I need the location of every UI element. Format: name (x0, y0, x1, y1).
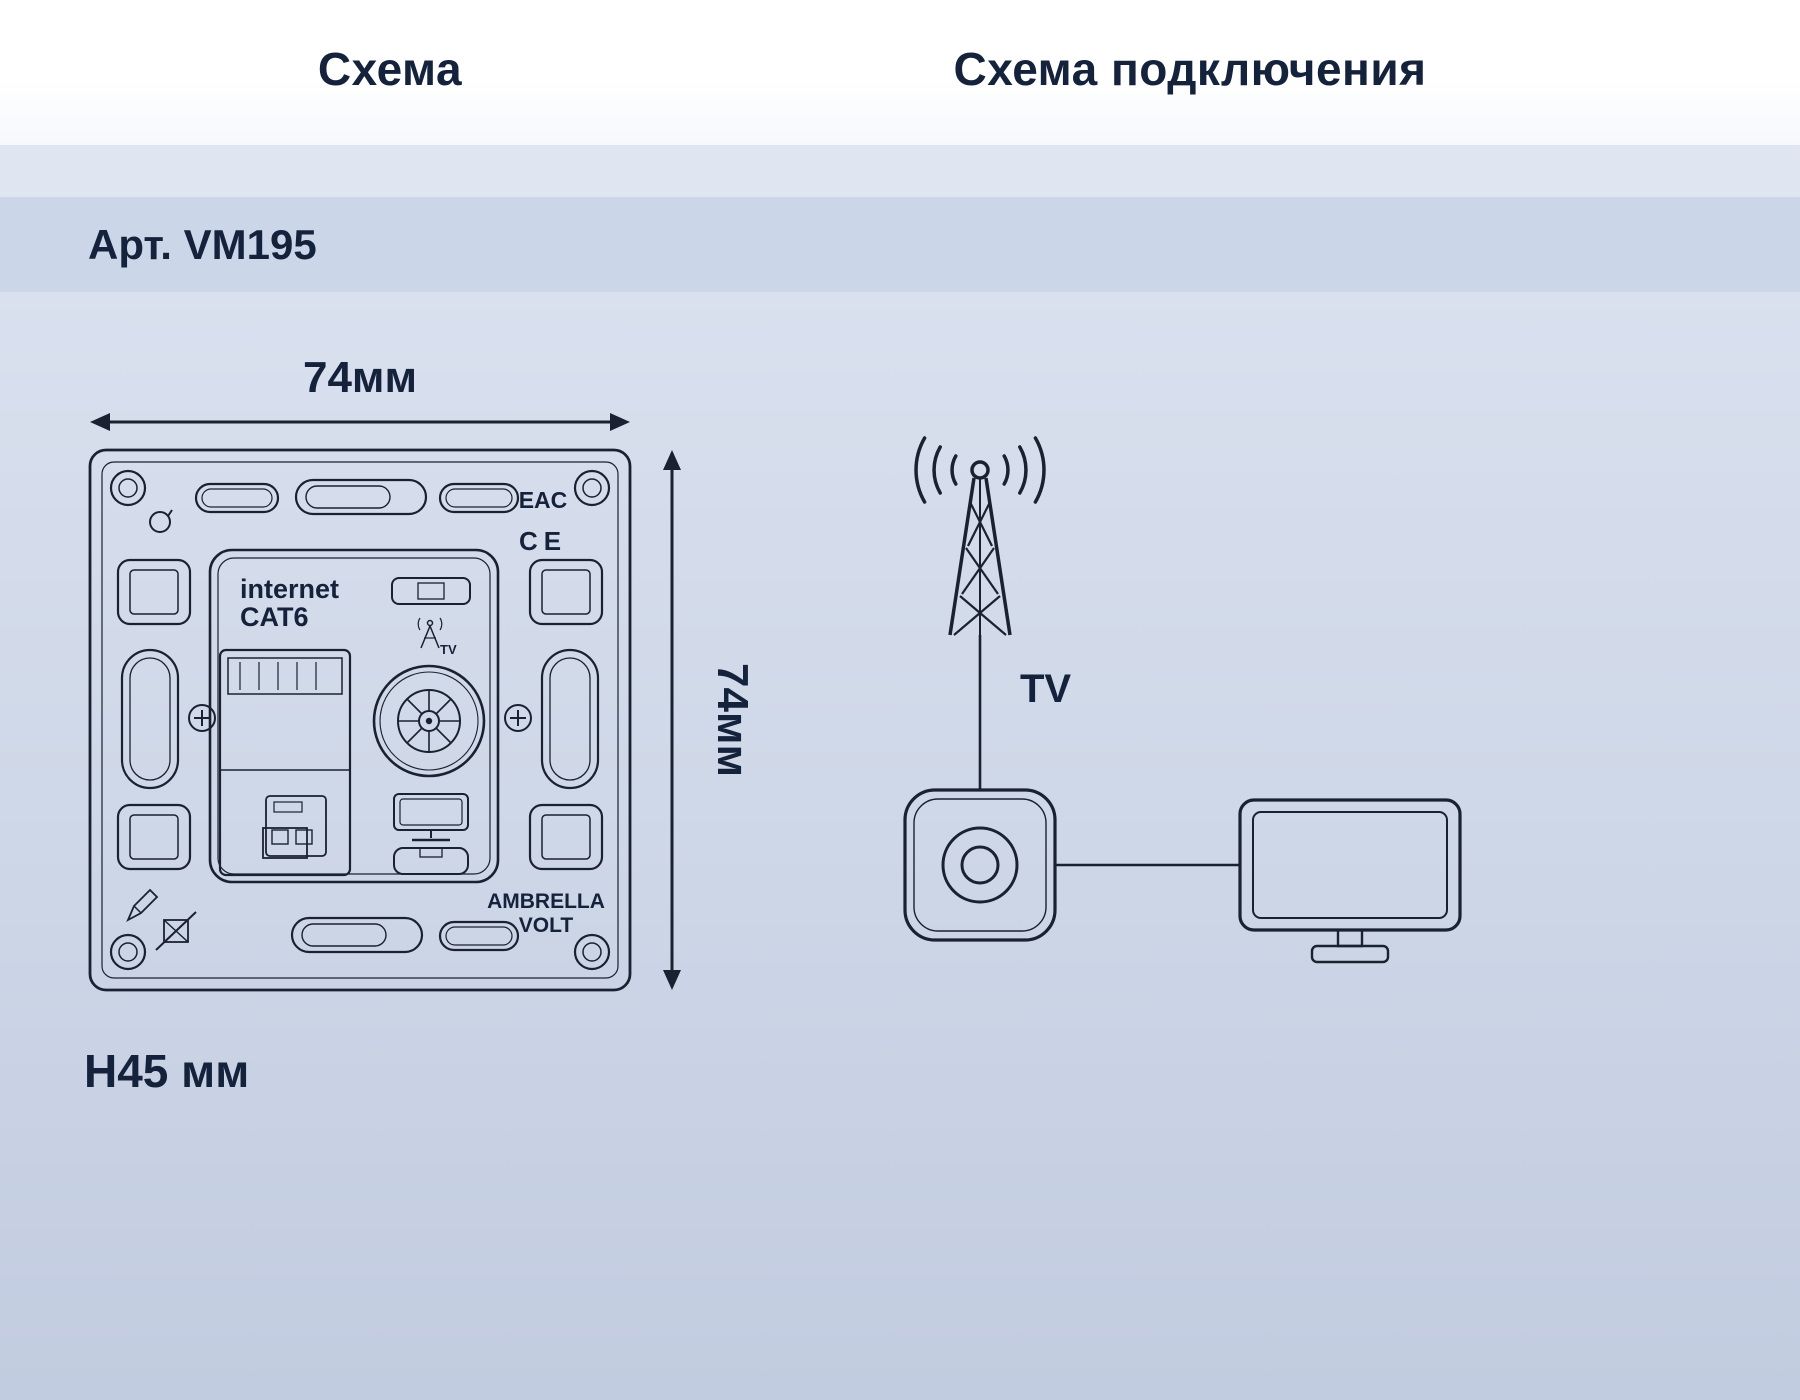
band-top (0, 0, 1800, 145)
height-dimension: 74мм (663, 450, 757, 990)
terminal-block-icon (265, 795, 327, 857)
right-column-title: Схема подключения (953, 43, 1427, 95)
width-dimension-label: 74мм (303, 353, 417, 402)
level-window-icon (391, 577, 471, 605)
eac-mark: EAC (519, 487, 568, 513)
antenna-tv-sub-label: TV (440, 642, 457, 657)
depth-dimension-label: H45 мм (84, 1045, 250, 1097)
logo-mark (149, 509, 173, 533)
arrowhead-left-icon (90, 413, 110, 431)
top-fixing-slots (194, 478, 520, 516)
radio-waves-icon (914, 436, 1046, 504)
brand-series: VOLT (519, 914, 574, 937)
band-subheader (0, 145, 1800, 197)
bracket-glyph-icon (393, 847, 469, 875)
ce-mark: CE (519, 526, 567, 556)
left-claw-slots (116, 558, 192, 871)
band-main (0, 292, 1800, 1400)
rj45-port-icon (218, 648, 352, 877)
socket-module: internet CAT6 (208, 548, 500, 884)
tv-monitor-icon (1238, 798, 1462, 964)
fixing-screw-icon (188, 704, 532, 732)
antenna-tower-icon (948, 460, 1012, 636)
internet-label: internet (240, 574, 339, 604)
arrowhead-up-icon (663, 450, 681, 470)
article-number: Арт. VM195 (88, 220, 317, 268)
cat6-label: CAT6 (240, 602, 309, 632)
screw-hole-icon (109, 469, 611, 971)
antenna-glyph-icon: TV (417, 617, 457, 657)
right-claw-slots (528, 558, 604, 871)
wall-socket-icon (903, 788, 1057, 942)
height-dimension-label: 74мм (708, 663, 757, 777)
pencil-icon (126, 888, 159, 923)
mechanism-drawing: 74мм 74мм (88, 353, 757, 992)
left-column-title: Схема (317, 43, 463, 95)
connection-scheme: TV (903, 436, 1462, 964)
width-dimension: 74мм (90, 353, 630, 431)
coax-connector-icon (372, 664, 486, 778)
signal-label: TV (1020, 667, 1071, 711)
brand-name: AMBRELLA (487, 890, 605, 913)
monitor-glyph-icon (393, 793, 469, 842)
arrowhead-down-icon (663, 970, 681, 990)
arrowhead-right-icon (610, 413, 630, 431)
no-dispose-icon (155, 911, 197, 951)
mounting-frame: EAC CE AMBRELLA VOLT (88, 448, 632, 992)
band-article: Арт. VM195 (0, 197, 1800, 292)
bottom-fixing-slots (290, 916, 520, 954)
